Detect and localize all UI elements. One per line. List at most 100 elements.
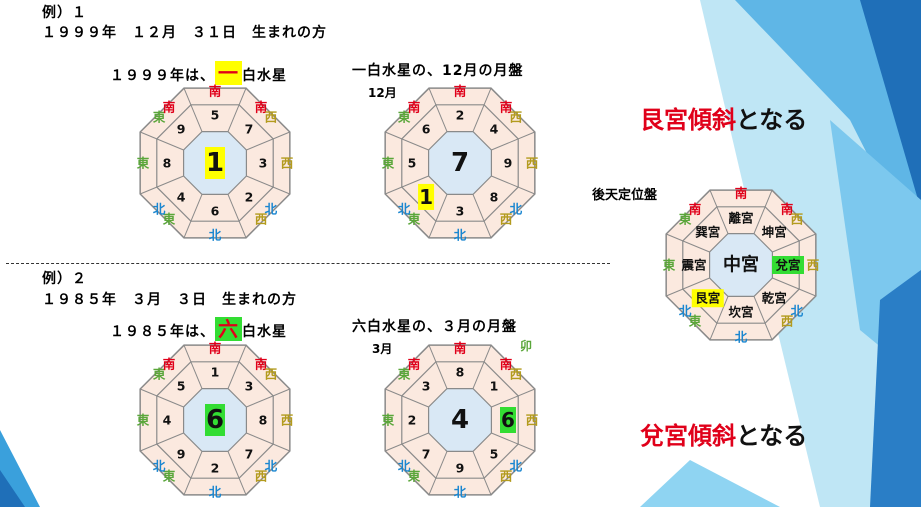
cell-w: 6 bbox=[501, 408, 515, 432]
palace-w: 兌宮 bbox=[775, 258, 800, 273]
sector-line bbox=[246, 388, 291, 408]
direction-southeast-2: 南 bbox=[163, 357, 176, 372]
chart-svg: 南北東西東南南西東北北西573264891 bbox=[137, 84, 294, 243]
direction-south: 南 bbox=[209, 84, 222, 99]
cell-highlight bbox=[500, 407, 516, 433]
palace-s: 離宮 bbox=[728, 211, 753, 226]
direction-west: 西 bbox=[281, 156, 294, 171]
palace-nw: 乾宮 bbox=[762, 291, 787, 306]
sector-line bbox=[772, 233, 817, 253]
direction-southwest-1: 南 bbox=[255, 357, 268, 372]
direction-southeast-1: 東 bbox=[679, 212, 692, 227]
direction-northeast-1: 東 bbox=[163, 211, 176, 226]
sector-line bbox=[665, 233, 710, 253]
example1-month-label: 12月 bbox=[368, 86, 397, 100]
sector-line bbox=[246, 175, 291, 195]
example2-star-line: １９８５年は、六白水星 bbox=[110, 313, 287, 342]
section-divider bbox=[6, 263, 610, 264]
cell-se: 6 bbox=[422, 122, 431, 137]
direction-southwest-1: 南 bbox=[781, 202, 794, 217]
example1-birth: １９９９年 １２月 ３１日 生まれの方 bbox=[42, 25, 327, 41]
sector-line bbox=[246, 131, 291, 151]
cell-s: 5 bbox=[211, 108, 220, 123]
sector-line bbox=[227, 451, 247, 496]
direction-northwest-1: 北 bbox=[510, 201, 523, 216]
conclusion-1: 艮宮傾斜となる bbox=[640, 100, 807, 135]
direction-northwest-1: 北 bbox=[265, 201, 278, 216]
sector-line bbox=[139, 432, 184, 452]
palace-e: 震宮 bbox=[680, 258, 706, 273]
direction-southwest-2: 西 bbox=[510, 110, 523, 125]
direction-southwest-1: 南 bbox=[255, 100, 268, 115]
sector-line bbox=[491, 432, 536, 452]
sector-line bbox=[472, 451, 492, 496]
chart-svg: 南北東西東南南西東北北西816597234 bbox=[382, 341, 539, 500]
direction-southeast-2: 南 bbox=[408, 357, 421, 372]
direction-northeast-2: 北 bbox=[679, 303, 692, 318]
chart-svg: 南北東西東南南西東北北西離宮坤宮兌宮乾宮坎宮艮宮震宮巽宮中宮 bbox=[663, 186, 820, 345]
cell-highlight bbox=[418, 183, 435, 210]
cell-sw: 4 bbox=[490, 122, 499, 137]
example1-label: 例）１ bbox=[42, 5, 87, 21]
sector-line bbox=[753, 189, 773, 234]
palace-highlight-ne bbox=[691, 289, 724, 308]
direction-west: 西 bbox=[526, 413, 539, 428]
palace-highlight-w bbox=[772, 256, 804, 274]
sector-line bbox=[709, 189, 729, 234]
direction-east: 東 bbox=[137, 156, 150, 171]
cell-n: 9 bbox=[456, 461, 465, 476]
chart-svg: 南北東西東南南西東北北西249831567 bbox=[382, 84, 539, 243]
cell-e: 4 bbox=[163, 413, 172, 428]
direction-southwest-1: 南 bbox=[500, 100, 513, 115]
sector-line bbox=[428, 344, 448, 389]
direction-northwest-2: 西 bbox=[500, 468, 513, 483]
direction-north: 北 bbox=[454, 485, 467, 500]
sector-line bbox=[428, 194, 448, 239]
center-cell bbox=[427, 130, 493, 196]
cell-n: 6 bbox=[211, 204, 220, 219]
chart-svg: 南北東西東南南西東北北西138729456 bbox=[137, 341, 294, 500]
direction-southeast-2: 南 bbox=[689, 202, 702, 217]
center-cell bbox=[708, 232, 774, 298]
direction-northwest-1: 北 bbox=[265, 458, 278, 473]
example2-label: 例）２ bbox=[42, 271, 87, 287]
sector-line bbox=[183, 87, 203, 132]
direction-south: 南 bbox=[454, 341, 467, 356]
cell-s: 1 bbox=[211, 365, 220, 380]
sector-line bbox=[491, 131, 536, 151]
cell-nw: 5 bbox=[490, 446, 499, 461]
sector-line bbox=[772, 277, 817, 297]
direction-south: 南 bbox=[209, 341, 222, 356]
palace-ne: 艮宮 bbox=[695, 291, 720, 306]
cell-ne: 4 bbox=[177, 189, 186, 204]
cell-n: 3 bbox=[456, 204, 465, 219]
conclusion-2-black: となる bbox=[736, 422, 808, 450]
direction-northeast-2: 北 bbox=[398, 201, 411, 216]
direction-southwest-2: 西 bbox=[265, 110, 278, 125]
example2-month-label: 3月 bbox=[372, 342, 393, 356]
chart-palace: 南北東西東南南西東北北西離宮坤宮兌宮乾宮坎宮艮宮震宮巽宮中宮 bbox=[663, 186, 820, 345]
cell-nw: 7 bbox=[245, 446, 254, 461]
example2-extra-label: 卯 bbox=[520, 339, 533, 353]
direction-north: 北 bbox=[209, 485, 222, 500]
example1-star-suffix: 白水星 bbox=[242, 68, 287, 84]
direction-south: 南 bbox=[735, 186, 748, 201]
cell-e: 8 bbox=[163, 156, 172, 171]
sector-line bbox=[246, 432, 291, 452]
cell-nw: 2 bbox=[245, 189, 254, 204]
conclusion-2: 兌宮傾斜となる bbox=[640, 416, 807, 451]
cell-w: 8 bbox=[259, 413, 268, 428]
direction-northeast-2: 北 bbox=[153, 201, 166, 216]
center-highlight bbox=[205, 404, 225, 436]
sector-line bbox=[227, 344, 247, 389]
cell-w: 9 bbox=[504, 156, 513, 171]
sector-line bbox=[428, 87, 448, 132]
sector-line bbox=[227, 87, 247, 132]
sector-line bbox=[384, 388, 429, 408]
direction-northwest-2: 西 bbox=[500, 211, 513, 226]
sector-line bbox=[183, 344, 203, 389]
direction-southwest-1: 南 bbox=[500, 357, 513, 372]
direction-north: 北 bbox=[735, 330, 748, 345]
